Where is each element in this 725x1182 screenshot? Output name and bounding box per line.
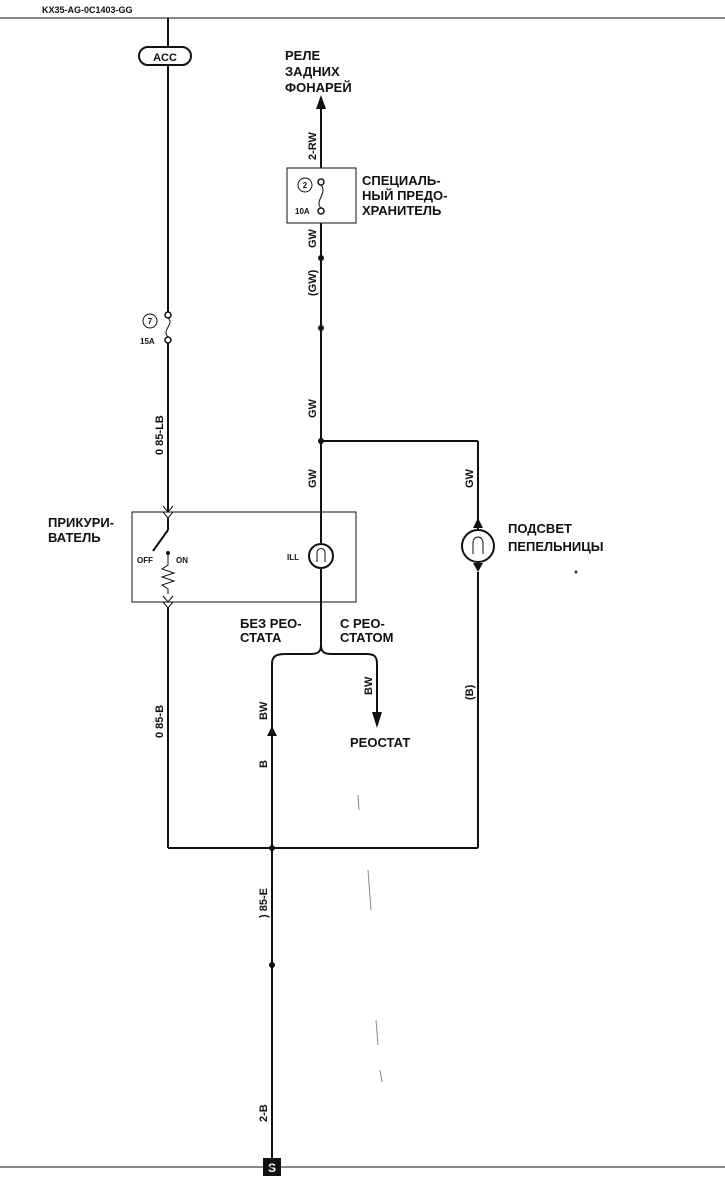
wire-085e: ) 85-E [258,888,270,918]
rheostat-arrow [372,712,382,728]
relay-label-3: ФОНАРЕЙ [285,80,352,95]
splice-center-1 [318,255,324,261]
scan-artifact-4 [379,1069,383,1083]
special-fuse-terminal-top [317,178,325,186]
wire-bw-rheo: BW [363,676,375,695]
scan-artifact-1 [357,794,360,811]
wire-2b: 2-B [258,1104,270,1122]
without-rheostat-1: БЕЗ РЕО- [240,616,302,631]
lighter-ill-label: ILL [287,553,299,562]
special-fuse-circle [297,177,313,193]
splice-return [269,845,275,851]
wire-b-left-label: B [258,760,270,768]
wire-gw-top: GW [307,228,319,248]
wire-085b: 0 85-B [154,705,166,738]
acc-label: ACC [153,52,177,64]
special-fuse-label-2: НЫЙ ПРЕДО- [362,188,447,203]
rheostat-label: РЕОСТАТ [350,735,410,750]
ashtray-light-lamp [461,529,495,563]
wire-2rw: 2-RW [307,131,319,160]
special-fuse-rating: 10A [295,207,310,216]
lighter-on: ON [176,556,188,565]
lighter-switch-contact [166,551,170,555]
without-rheostat-2: СТАТА [240,630,282,645]
fuse7-rating: 15A [140,337,155,346]
special-fuse-label-1: СПЕЦИАЛЬ- [362,173,441,188]
relay-arrow-up [316,95,326,109]
relay-label-2: ЗАДНИХ [285,64,340,79]
fuse7-terminal-bottom [164,336,172,344]
doc-code: KX35-AG-0C1403-GG [42,5,133,15]
with-rheostat-2: СТАТОМ [340,630,394,645]
special-fuse-number: 2 [303,181,308,190]
option-bracket [271,644,378,665]
fuse7-terminal-top [164,311,172,319]
wire-085lb: 0 85-LB [154,415,166,455]
lighter-ill-lamp [308,543,334,569]
scan-artifact-2 [367,869,372,911]
lighter-label-1: ПРИКУРИ- [48,515,114,530]
splice-center-2 [318,325,324,331]
fuse7-number: 7 [148,317,153,326]
ashtray-label-1: ПОДСВЕТ [508,521,572,536]
fuse7-circle [142,313,158,329]
wire-gw-right: GW [464,468,476,488]
special-fuse-terminal-bottom [317,207,325,215]
lighter-label-2: ВАТЕЛЬ [48,530,101,545]
lighter-switch-blade [152,529,169,552]
ashtray-arrow-top [473,518,483,528]
wire-gw-lower: GW [307,468,319,488]
connector-bw-b [267,726,277,736]
ashtray-light-filament [472,536,484,554]
wire-gw-paren: (GW) [307,269,319,296]
relay-label-1: РЕЛЕ [285,48,320,63]
fuse7-element [165,317,171,338]
wire-bw-left-label: BW [258,701,270,720]
special-fuse-element [318,184,324,209]
acc-badge [138,46,192,66]
lighter-off: OFF [137,556,153,565]
ground-label: S [268,1161,276,1175]
lighter-ill-filament [316,548,326,562]
ashtray-arrow-bottom [473,563,483,572]
wire-gw-mid: GW [307,398,319,418]
cigarette-lighter-box [131,511,357,603]
ashtray-label-2: ПЕПЕЛЬНИЦЫ [508,539,603,554]
scan-artifact-3 [375,1019,379,1046]
wire-b-paren: (B) [464,684,476,700]
splice-lower [269,962,275,968]
special-fuse-label-3: ХРАНИТЕЛЬ [362,203,441,218]
lighter-heater-resistor [160,555,176,594]
scan-artifact-dot [574,570,578,574]
with-rheostat-1: С РЕО- [340,616,385,631]
